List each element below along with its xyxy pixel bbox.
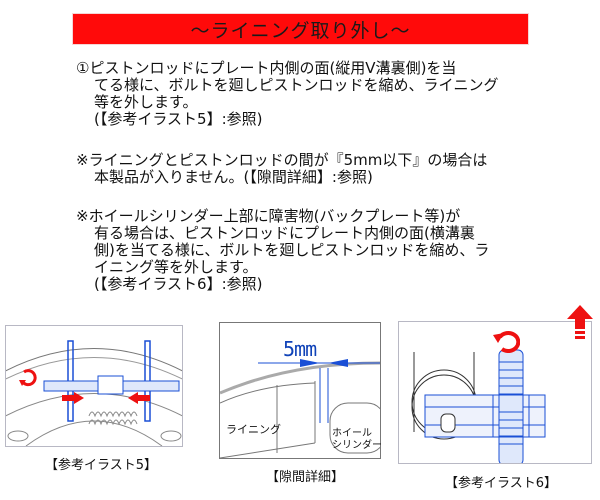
cylinder-label-1: ホイール — [332, 428, 372, 439]
text-line: ※ライニングとピストンロッドの間が『5mm以下』の場合は — [76, 151, 488, 169]
rotate-arrow-icon — [493, 331, 520, 353]
figure-illustration-6 — [398, 321, 592, 464]
text-line: イニング等を外します。 — [94, 258, 258, 276]
figure-clearance-detail — [219, 322, 381, 459]
text-line: 側)を当てる様に、ボルトを廻しピストンロッドを縮め、ラ — [94, 241, 490, 259]
text-line: 等を外します。 — [94, 93, 198, 111]
dimension-label: 5mm — [283, 337, 317, 361]
rotate-arrow-icon — [19, 369, 37, 387]
push-arrow-left-icon — [128, 392, 150, 404]
text-line: ①ピストンロッドにプレート内側の面(縦用V溝裏側)を当 — [76, 59, 457, 77]
text-line: てる様に、ボルトを廻しピストンロッドを縮め、ライニング — [94, 76, 499, 94]
note-clearance: ※ライニングとピストンロッドの間が『5mm以下』の場合は 本製品が入りません。(… — [76, 152, 487, 186]
push-arrow-right-icon — [62, 392, 84, 404]
reference-note: (【参考イラスト5】:参照) — [94, 110, 263, 128]
text-line: ※ホイールシリンダー上部に障害物(バックプレート等)が — [76, 207, 461, 225]
cylinder-label-2: シリンダー — [332, 440, 382, 451]
figure-caption: 【参考イラスト5】 — [45, 458, 158, 473]
up-arrow-icon — [567, 305, 593, 339]
figure-caption: 【参考イラスト6】 — [445, 476, 558, 491]
text-line: 有る場合は、ピストンロッドにプレート内側の面(横溝裏 — [94, 224, 475, 242]
section-title: ～ライニング取り外し～ — [190, 19, 411, 42]
section-title-bar: ～ライニング取り外し～ — [73, 14, 528, 44]
text-line: 本製品が入りません。(【隙間詳細】:参照) — [94, 168, 373, 186]
figure-illustration-5 — [5, 325, 183, 447]
reference-note: (【参考イラスト6】:参照) — [94, 275, 263, 293]
note-obstruction: ※ホイールシリンダー上部に障害物(バックプレート等)が 有る場合は、ピストンロッ… — [76, 208, 489, 293]
lining-label: ライニング — [226, 423, 281, 436]
instruction-step-1: ①ピストンロッドにプレート内側の面(縦用V溝裏側)を当 てる様に、ボルトを廻しピ… — [76, 60, 499, 128]
figure-caption: 【隙間詳細】 — [266, 470, 345, 485]
